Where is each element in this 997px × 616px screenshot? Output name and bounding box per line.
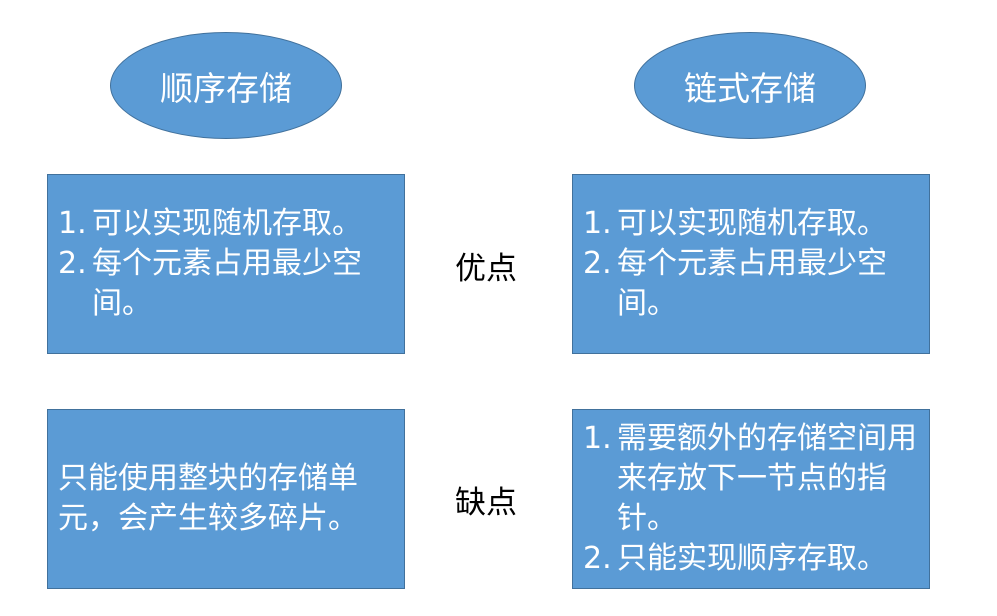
linked-storage-title: 链式存储 (684, 68, 816, 108)
linked-pros-list: 1. 可以实现随机存取。 2. 每个元素占用最少空间。 (583, 204, 921, 324)
sequential-pros-box: 1. 可以实现随机存取。 2. 每个元素占用最少空间。 (47, 174, 405, 354)
sequential-cons-text: 只能使用整块的存储单元，会产生较多碎片。 (58, 461, 358, 536)
pros-label: 优点 (455, 251, 517, 287)
linked-storage-node: 链式存储 (634, 32, 866, 139)
sequential-pros-list: 1. 可以实现随机存取。 2. 每个元素占用最少空间。 (58, 204, 396, 324)
sequential-storage-title: 顺序存储 (160, 68, 292, 108)
list-item: 2. 只能实现顺序存取。 (583, 541, 887, 576)
linked-cons-box: 1. 需要额外的存储空间用来存放下一节点的指针。 2. 只能实现顺序存取。 (572, 409, 930, 589)
sequential-storage-node: 顺序存储 (110, 32, 342, 139)
list-item: 2. 每个元素占用最少空间。 (583, 246, 887, 321)
linked-cons-list: 1. 需要额外的存储空间用来存放下一节点的指针。 2. 只能实现顺序存取。 (583, 419, 921, 579)
linked-pros-box: 1. 可以实现随机存取。 2. 每个元素占用最少空间。 (572, 174, 930, 354)
list-item: 2. 每个元素占用最少空间。 (58, 246, 362, 321)
cons-label: 缺点 (455, 485, 517, 521)
list-item: 1. 可以实现随机存取。 (583, 206, 887, 241)
sequential-cons-box: 只能使用整块的存储单元，会产生较多碎片。 (47, 409, 405, 589)
list-item: 1. 需要额外的存储空间用来存放下一节点的指针。 (583, 421, 917, 536)
list-item: 1. 可以实现随机存取。 (58, 206, 362, 241)
